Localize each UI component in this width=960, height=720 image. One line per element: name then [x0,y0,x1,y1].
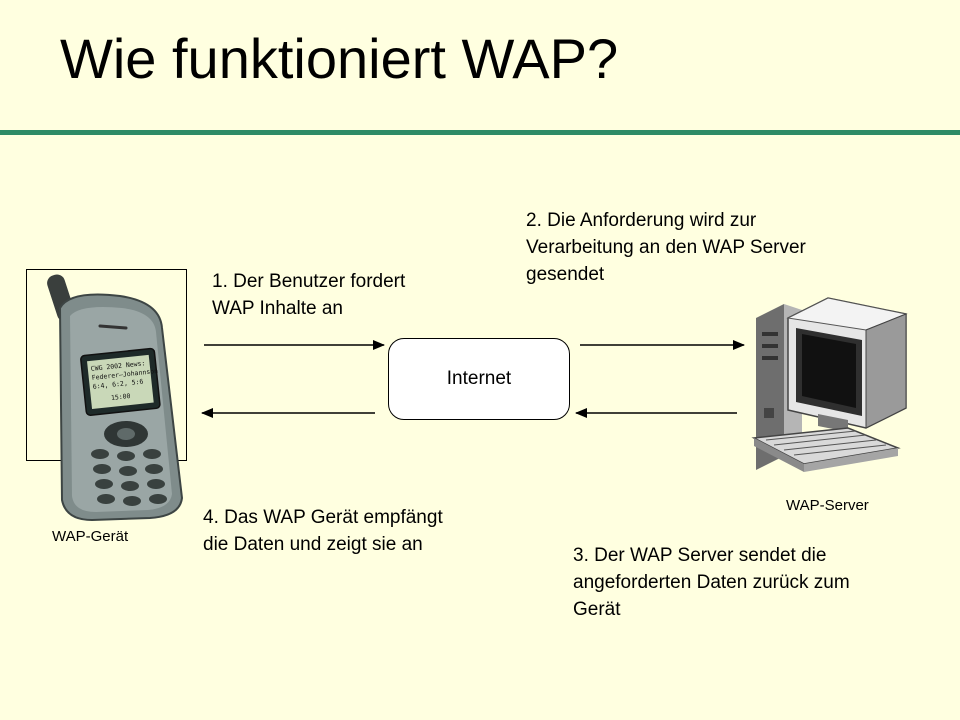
step-2-line-3: gesendet [526,264,605,285]
step-1-line-2: WAP Inhalte an [212,298,343,319]
step-2-line-2: Verarbeitung an den WAP Server [526,237,806,258]
step-3-line-1: 3. Der WAP Server sendet die [573,545,827,566]
step-1-line-1: 1. Der Benutzer fordert [212,271,406,292]
slide-title: Wie funktioniert WAP? [60,27,619,90]
server-label: WAP-Server [786,497,869,514]
title-divider [0,130,960,135]
device-label: WAP-Gerät [52,528,129,545]
mobile-phone-icon: CWG 2002 News: Federer–Johannson 6:4, 6:… [47,274,184,522]
step-3-line-2: angeforderten Daten zurück zum [573,572,850,593]
step-3-caption: 3. Der WAP Server sendet die angefordert… [573,542,850,623]
step-2-caption: 2. Die Anforderung wird zur Verarbeitung… [526,207,806,288]
step-1-caption: 1. Der Benutzer fordert WAP Inhalte an [212,268,405,322]
desktop-computer-icon [751,297,908,472]
internet-node: Internet [388,338,570,420]
phone-screen-line-4: 15:00 [111,392,131,402]
step-2-line-1: 2. Die Anforderung wird zur [526,210,757,231]
step-4-line-2: die Daten und zeigt sie an [203,534,423,555]
step-4-line-1: 4. Das WAP Gerät empfängt [203,507,443,528]
step-3-line-3: Gerät [573,599,621,620]
step-4-caption: 4. Das WAP Gerät empfängt die Daten und … [203,504,443,558]
